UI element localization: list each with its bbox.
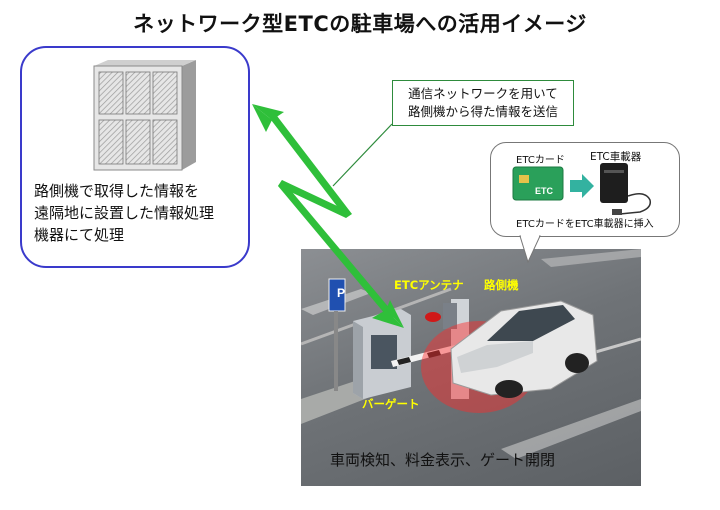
etc-unit-icon	[600, 163, 652, 215]
bar-gate-label: バーゲート	[362, 397, 420, 411]
roadside-unit-label: 路側機	[484, 278, 519, 292]
network-callout: 通信ネットワークを用いて 路側機から得た情報を送信	[392, 80, 574, 126]
network-lightning-arrow	[252, 104, 404, 328]
parking-p-letter: P	[337, 286, 345, 300]
etc-insert-label: ETCカードをETC車載器に挿入	[516, 219, 654, 230]
callout-line-2: 路側機から得た情報を送信	[407, 104, 558, 119]
parking-gate-photo	[301, 249, 641, 486]
page-title: ネットワーク型ETCの駐車場への活用イメージ	[133, 12, 587, 36]
processing-description: 路側機で取得した情報を 遠隔地に設置した情報処理 機器にて処理	[34, 180, 214, 246]
callout-pointer-line	[332, 123, 393, 187]
etc-antenna-label: ETCアンテナ	[394, 278, 464, 292]
processing-line-1: 路側機で取得した情報を	[34, 182, 200, 200]
etc-unit-label: ETC車載器	[590, 151, 642, 163]
processing-line-2: 遠隔地に設置した情報処理	[34, 204, 215, 222]
photo-caption: 車両検知、料金表示、ゲート開閉	[330, 451, 556, 469]
bubble-tail	[519, 235, 541, 264]
processing-equipment-panel: 路側機で取得した情報を 遠隔地に設置した情報処理 機器にて処理	[20, 46, 250, 268]
etc-card-label: ETCカード	[516, 155, 565, 166]
etc-card-icon: ETC	[512, 166, 564, 201]
parking-scene-illustration	[301, 249, 641, 459]
server-rack-icon	[93, 60, 196, 171]
etc-card-text: ETC	[535, 186, 554, 196]
processing-line-3: 機器にて処理	[34, 226, 125, 244]
insert-arrow-icon	[570, 174, 594, 198]
callout-line-1: 通信ネットワークを用いて	[408, 86, 558, 101]
